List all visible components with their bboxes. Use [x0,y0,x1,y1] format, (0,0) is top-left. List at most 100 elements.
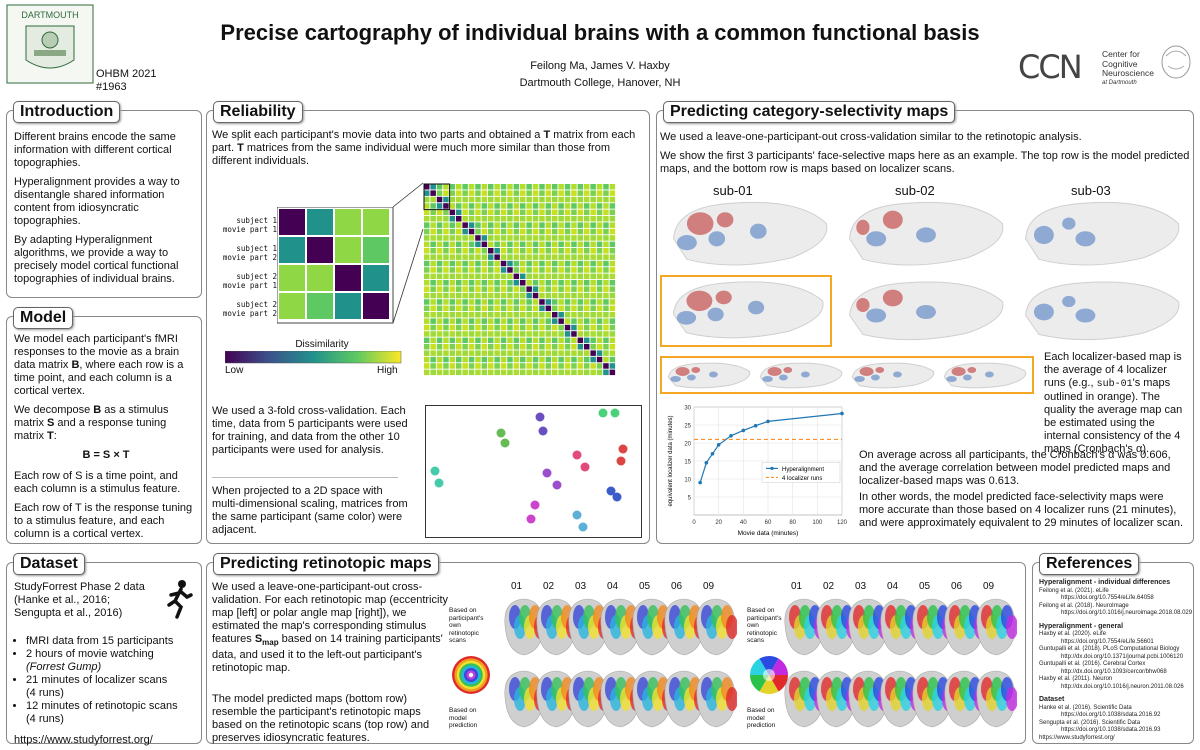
category-paragraph-2: We show the first 3 participants' face-s… [660,150,1190,175]
category-paragraph-5: In other words, the model predicted face… [859,491,1184,529]
large-matrix-cell [449,344,456,350]
large-matrix-cell [552,331,558,337]
large-matrix-cell [436,299,443,305]
large-matrix-cell [449,248,456,254]
large-matrix-cell [481,273,488,280]
large-matrix-cell [507,331,513,337]
large-matrix-cell [552,363,558,369]
large-matrix-cell [558,292,564,299]
large-matrix-cell [475,312,481,318]
large-matrix-cell [481,356,488,363]
large-matrix-cell [507,254,513,260]
y-tick-label: 20 [684,442,691,448]
subject-label: sub-01 [713,183,753,198]
large-matrix-cell [520,337,526,344]
large-matrix-cell [526,350,532,356]
large-matrix-cell [596,209,603,216]
large-matrix-cell [539,222,545,228]
large-matrix-cell [596,190,603,196]
large-matrix-cell [564,305,571,312]
dataset-url[interactable]: https://www.studyforrest.org/ [14,734,153,746]
large-matrix-cell [609,312,616,318]
large-matrix-cell [468,267,475,273]
large-matrix-cell [552,273,558,280]
large-matrix-cell [539,331,545,337]
large-matrix-cell [571,254,577,260]
large-matrix-cell [526,318,532,324]
large-matrix-cell [430,216,436,222]
large-matrix-cell [449,228,456,235]
mds-point [580,462,590,472]
large-matrix-cell [590,235,596,241]
polar-angle-map-scan [976,598,1017,656]
mds-point [530,500,540,510]
large-matrix-cell [481,286,488,292]
large-matrix-cell [488,209,494,216]
large-matrix-cell [526,196,532,203]
retino-subject-label-eccentricity: 02 [543,581,555,592]
large-matrix-cell [436,344,443,350]
large-matrix-cell [571,190,577,196]
retinotopic-panel: Predicting retinotopic maps We used a le… [206,553,1026,744]
data-point [710,452,715,456]
large-matrix-cell [552,337,558,344]
large-matrix-cell [520,248,526,254]
large-matrix-cell [462,228,468,235]
large-matrix-cell [462,260,468,267]
large-matrix-cell [532,254,539,260]
large-matrix-cell [526,209,532,216]
y-tick-label: 30 [684,406,691,412]
large-matrix-cell [520,312,526,318]
large-matrix-cell [609,222,616,228]
reliability-panel: Reliability We split each participant's … [206,101,650,544]
large-matrix-cell [609,190,616,196]
large-matrix-cell [456,280,462,286]
large-matrix-cell [552,280,558,286]
retino-subject-label-polar: 04 [887,581,899,592]
large-matrix-cell [532,356,539,363]
large-matrix-cell [449,260,456,267]
large-matrix-cell [596,203,603,209]
large-matrix-cell [558,209,564,216]
large-matrix-cell [545,331,552,337]
large-matrix-cell [545,196,552,203]
large-matrix-cell [564,190,571,196]
large-matrix-cell [539,280,545,286]
large-matrix-cell [564,318,571,324]
large-matrix-cell [558,267,564,273]
retino-subject-label-polar: 03 [855,581,867,592]
large-matrix-cell [430,292,436,299]
x-tick-label: 0 [692,520,696,526]
large-matrix-cell [590,356,596,363]
mds-point [606,486,616,496]
large-matrix-cell [488,350,494,356]
large-matrix-cell [539,228,545,235]
large-matrix-cell [443,196,449,203]
large-matrix-cell [456,228,462,235]
mds-point [572,510,582,520]
large-matrix-cell [488,190,494,196]
large-matrix-cell [609,235,616,241]
large-matrix-cell [526,312,532,318]
large-matrix-cell [424,184,430,190]
large-matrix-cell [584,216,590,222]
large-matrix-cell [488,356,494,363]
small-matrix-cell [335,237,361,263]
large-matrix-cell [609,273,616,280]
large-matrix-cell [430,350,436,356]
large-matrix-cell [449,203,456,209]
large-matrix-cell [603,267,609,273]
large-matrix-cell [462,235,468,241]
large-matrix-cell [526,254,532,260]
large-matrix-cell [507,344,513,350]
large-matrix-cell [500,350,507,356]
large-matrix-cell [584,248,590,254]
large-matrix-cell [462,305,468,312]
large-matrix-cell [571,356,577,363]
large-matrix-cell [571,324,577,331]
large-matrix-cell [456,286,462,292]
large-matrix-cell [494,190,500,196]
large-matrix-cell [488,235,494,241]
large-matrix-cell [596,305,603,312]
